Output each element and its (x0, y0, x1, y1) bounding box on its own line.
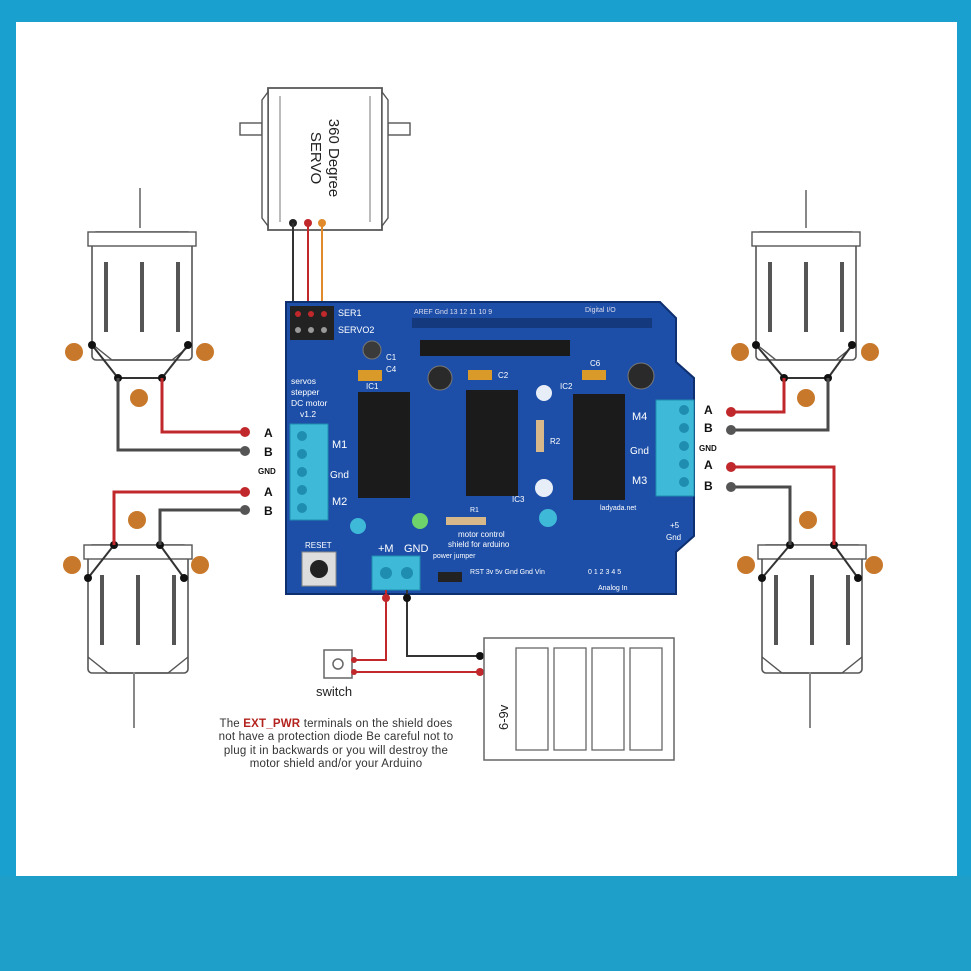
servo-label-line2: SERVO (307, 132, 324, 184)
terminal-m3-label: M3 (632, 475, 647, 487)
shield-gnd-pin: Gnd (666, 533, 681, 542)
servo-motor: 360 Degree SERVO (239, 87, 411, 231)
ic3-label: IC3 (512, 495, 525, 504)
right-label-b1: B (704, 421, 713, 435)
switch-label: switch (316, 684, 352, 699)
right-label-a1: A (704, 403, 713, 417)
wire-ext-plus (354, 590, 387, 661)
terminal-m1-label: M1 (332, 439, 347, 451)
warning-highlight: EXT_PWR (243, 718, 301, 730)
frame-right-border (957, 0, 971, 880)
right-label-b2: B (704, 479, 713, 493)
ext-plus-label: +M (378, 543, 394, 555)
ext-gnd-label: GND (404, 543, 429, 555)
servo-label-line1: 360 Degree (325, 119, 342, 197)
wire-right-bottom-red (732, 465, 836, 545)
dc-motor-right-bottom (737, 511, 883, 728)
frame-top-border (0, 0, 971, 22)
dc-motor-left-top (65, 188, 214, 407)
shield-title-line1: motor control (458, 530, 505, 539)
reset-label: RESET (305, 541, 332, 550)
battery-pack: 6-9v (483, 637, 675, 761)
terminal-gnd-left: Gnd (330, 470, 349, 481)
motor-shield-board: SER1 SERVO2 servos stepper DC motor v1.2… (285, 301, 695, 595)
left-label-gnd: GND (258, 467, 276, 476)
terminal-m2-label: M2 (332, 496, 347, 508)
led-r1-label: R1 (470, 507, 479, 514)
mode-label-3: v1.2 (300, 409, 316, 419)
analog-in-label: Analog In (598, 585, 628, 592)
cap-c6-label: C6 (590, 359, 601, 368)
wire-left-top-red (160, 378, 243, 434)
cap-c2-label: C2 (498, 371, 509, 380)
bottom-pin-labels: RST 3v 5v Gnd Gnd Vin (470, 569, 545, 576)
right-label-gnd: GND (699, 444, 717, 453)
cap-c1-label: C1 (386, 353, 397, 362)
left-label-a2: A (264, 485, 273, 499)
left-label-a1: A (264, 426, 273, 440)
shield-servo1-label: SER1 (338, 308, 362, 318)
frame-bottom-band (0, 876, 971, 971)
shield-plus5: +5 (670, 521, 680, 530)
dc-motor-right-top (731, 190, 879, 407)
shield-title-line2: shield for arduino (448, 540, 510, 549)
left-label-b1: B (264, 445, 273, 459)
terminal-gnd-right: Gnd (630, 446, 649, 457)
mode-label-1: stepper (291, 387, 320, 397)
warning-note: The EXT_PWR terminals on the shield does… (216, 718, 456, 772)
resistor-r2-label: R2 (550, 437, 561, 446)
terminal-m4-label: M4 (632, 411, 647, 423)
mode-label-0: servos (291, 376, 316, 386)
battery-label: 6-9v (496, 704, 511, 730)
wire-ext-gnd (406, 590, 478, 657)
power-jumper-label: power jumper (433, 553, 476, 560)
shield-digital-label: Digital I/O (585, 307, 616, 314)
ic2-label: IC2 (560, 382, 573, 391)
wire-left-bottom-gray (158, 508, 243, 545)
analog-pin-numbers: 0 1 2 3 4 5 (588, 569, 621, 576)
warning-prefix: The (219, 718, 244, 730)
wire-right-top-gray (732, 378, 830, 432)
shield-servo2-label: SERVO2 (338, 325, 374, 335)
wire-right-top-red (732, 378, 786, 414)
shield-aref-label: AREF Gnd 13 12 11 10 9 (414, 309, 492, 316)
frame-left-border (0, 0, 16, 880)
wire-right-bottom-gray (732, 485, 792, 545)
right-label-a2: A (704, 458, 713, 472)
power-switch: switch (316, 649, 357, 699)
wire-left-top-gray (116, 378, 243, 452)
wire-left-bottom-red (112, 490, 243, 545)
ic1-label: IC1 (366, 382, 379, 391)
servo-wires (292, 223, 323, 308)
shield-url: ladyada.net (600, 505, 636, 512)
mode-label-2: DC motor (291, 398, 328, 408)
dc-motor-left-bottom (63, 511, 209, 728)
left-label-b2: B (264, 504, 273, 518)
warning-suffix: terminals on the shield does not have a … (218, 718, 454, 771)
cap-c4-label: C4 (386, 365, 397, 374)
